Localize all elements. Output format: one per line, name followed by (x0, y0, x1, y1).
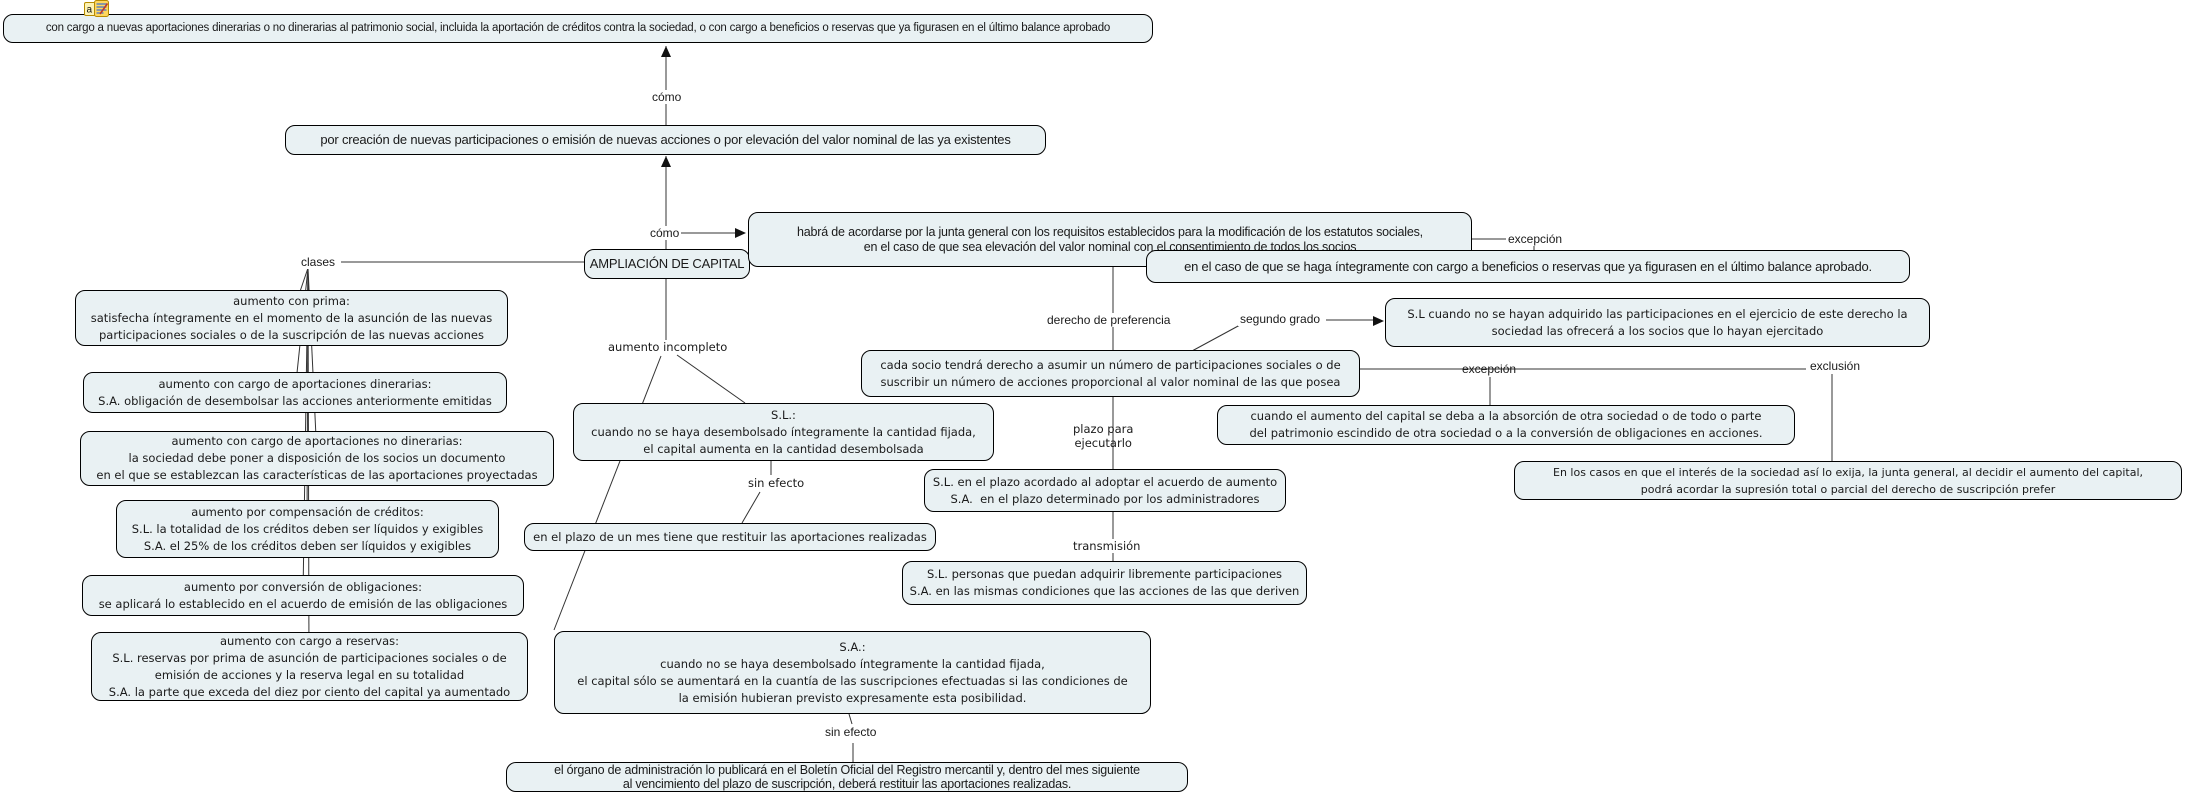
node-cargo-aportaciones[interactable]: con cargo a nuevas aportaciones dinerari… (3, 14, 1153, 43)
arrowhead-icon (735, 228, 746, 238)
link-label-clases[interactable]: clases (299, 255, 338, 269)
node-sl-segundo-grado[interactable]: S.L cuando no se hayan adquirido las par… (1385, 298, 1930, 347)
node-ampliacion-de-capital[interactable]: AMPLIACIÓN DE CAPITAL (584, 249, 750, 279)
node-absorcion-otra-sociedad[interactable]: cuando el aumento del capital se deba a … (1217, 405, 1795, 445)
node-aportaciones-no-dinerarias[interactable]: aumento con cargo de aportaciones no din… (80, 431, 554, 486)
link-label-excepcion-1[interactable]: excepción (1506, 232, 1565, 246)
node-sl-aumento-incompleto[interactable]: S.L.: cuando no se haya desembolsado ínt… (573, 403, 994, 461)
link-label-sin-efecto-2[interactable]: sin efecto (823, 725, 879, 739)
node-aumento-con-prima[interactable]: aumento con prima: satisfecha íntegramen… (75, 290, 508, 346)
link-label-exclusion[interactable]: exclusión (1808, 359, 1863, 373)
node-plazo-un-mes[interactable]: en el plazo de un mes tiene que restitui… (524, 523, 936, 551)
node-organo-administracion[interactable]: el órgano de administración lo publicará… (506, 762, 1188, 792)
node-aportaciones-dinerarias[interactable]: aumento con cargo de aportaciones dinera… (83, 372, 507, 413)
link-label-segundo-grado[interactable]: segundo grado (1238, 312, 1323, 326)
node-personas-adquirir[interactable]: S.L. personas que puedan adquirir librem… (902, 561, 1307, 605)
link-label-sin-efecto-1[interactable]: sin efecto (746, 476, 807, 490)
node-cada-socio-derecho[interactable]: cada socio tendrá derecho a asumir un nú… (861, 350, 1360, 397)
connector-line (1191, 324, 1241, 352)
annotation-pen-icon (99, 3, 109, 15)
arrowhead-icon (661, 46, 671, 57)
link-label-plazo-para-ejecutarlo[interactable]: plazo para ejecutarlo (1073, 422, 1134, 450)
arrowhead-icon (1373, 316, 1384, 326)
connector-line (553, 355, 662, 631)
node-plazo-acordado[interactable]: S.L. en el plazo acordado al adoptar el … (924, 469, 1286, 512)
annotation-note-box (94, 0, 109, 17)
connector-line (676, 354, 746, 404)
arrowhead-icon (661, 156, 671, 167)
node-sa-aumento-incompleto[interactable]: S.A.: cuando no se haya desembolsado ínt… (554, 631, 1151, 714)
node-cargo-reservas[interactable]: aumento con cargo a reservas: S.L. reser… (91, 632, 528, 701)
link-label-aumento-incompleto[interactable]: aumento incompleto (606, 340, 730, 354)
node-conversion-obligaciones[interactable]: aumento por conversión de obligaciones: … (82, 575, 524, 616)
connector-line (848, 713, 853, 725)
link-label-como-2[interactable]: cómo (648, 226, 682, 240)
link-label-excepcion-2[interactable]: excepción (1462, 362, 1517, 376)
node-integramente-cargo-beneficios[interactable]: en el caso de que se haga íntegramente c… (1146, 250, 1910, 283)
link-label-derecho-de-preferencia[interactable]: derecho de preferencia (1045, 313, 1173, 327)
link-label-transmision[interactable]: transmisión (1071, 539, 1143, 553)
link-label-como-1[interactable]: cómo (650, 90, 684, 104)
connector-line (741, 491, 761, 524)
node-supresion-derecho[interactable]: En los casos en que el interés de la soc… (1514, 461, 2182, 500)
node-por-creacion[interactable]: por creación de nuevas participaciones o… (285, 125, 1046, 155)
node-habra-de-acordarse[interactable]: habrá de acordarse por la junta general … (748, 212, 1472, 267)
annotation-letter: a (87, 5, 93, 16)
annotation-icon[interactable]: a (84, 0, 111, 23)
node-compensacion-creditos[interactable]: aumento por compensación de créditos: S.… (116, 500, 499, 558)
